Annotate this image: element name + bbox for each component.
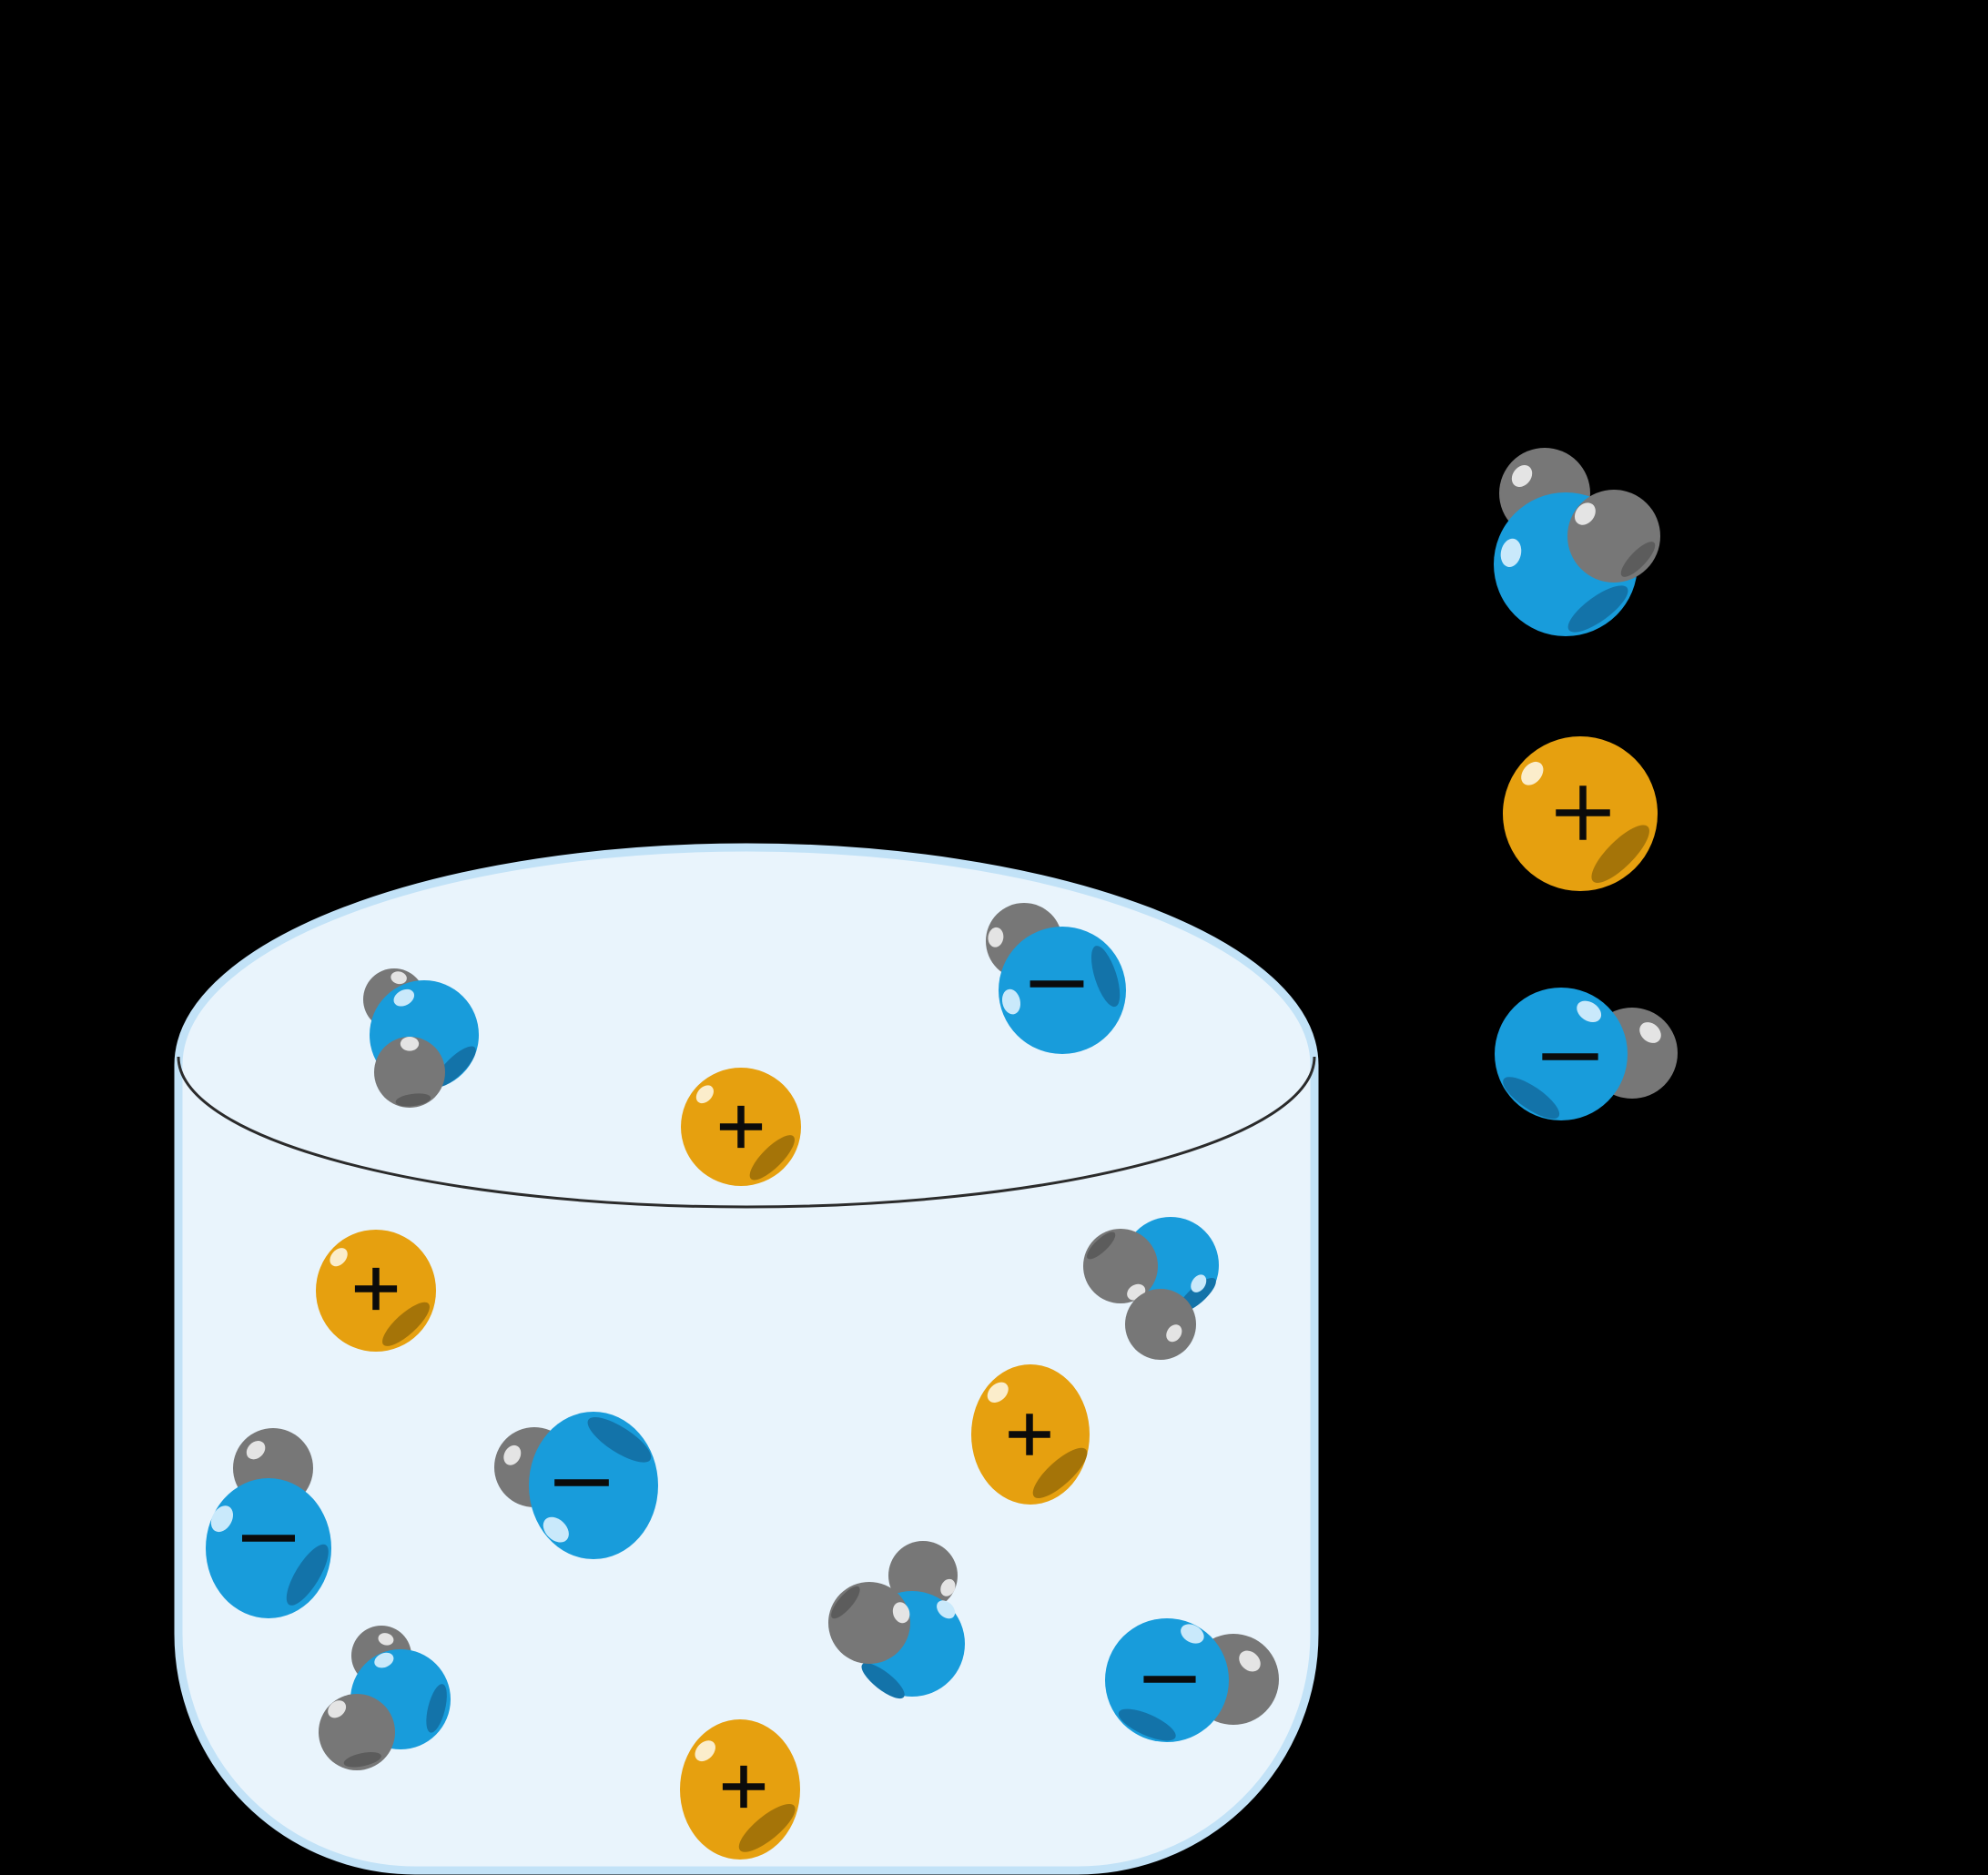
hydrogen-atom-sphere <box>1125 1289 1196 1360</box>
ion-sphere <box>1503 736 1658 891</box>
sphere-highlight <box>330 1248 348 1267</box>
beaker-body <box>174 843 1319 1875</box>
sphere-shading <box>1503 1077 1560 1120</box>
sphere-highlight <box>400 1037 420 1051</box>
sphere-highlight <box>1577 1000 1602 1022</box>
sphere-highlight <box>246 1441 266 1460</box>
sphere-highlight <box>543 1516 569 1543</box>
sphere-highlight <box>1574 502 1596 525</box>
sphere-highlight <box>1500 538 1522 567</box>
sphere-shading <box>587 1416 652 1463</box>
sphere-shading <box>434 1046 476 1088</box>
negative-ion <box>986 903 1126 1054</box>
beaker <box>174 843 1319 1875</box>
sphere-shading <box>861 1663 905 1699</box>
legend-negative-ion <box>1495 988 1678 1120</box>
water-molecule <box>363 968 479 1108</box>
sphere-shading <box>749 1135 795 1181</box>
water-molecule <box>319 1626 451 1770</box>
sphere-highlight <box>374 1652 394 1668</box>
water-molecule <box>828 1541 965 1699</box>
plus-icon <box>354 1267 398 1311</box>
sphere-shading <box>1567 585 1628 633</box>
sphere-shading <box>831 1586 860 1619</box>
blue-atom-sphere <box>999 927 1126 1054</box>
sphere-highlight <box>210 1505 234 1533</box>
hydrogen-atom-sphere <box>828 1582 910 1664</box>
sphere-shading <box>1620 542 1656 577</box>
sphere-highlight <box>987 1382 1009 1403</box>
ion-sphere <box>971 1364 1090 1505</box>
negative-ion <box>206 1428 331 1618</box>
sphere-highlight <box>1181 1624 1204 1644</box>
sphere-highlight <box>1521 761 1544 785</box>
solution-surface-line <box>177 1056 1316 1209</box>
sphere-shading <box>1591 825 1649 883</box>
blue-atom-sphere <box>1105 1618 1229 1742</box>
plus-icon <box>1556 785 1610 840</box>
sphere-shading <box>1118 1708 1176 1741</box>
plus-icon <box>722 1765 766 1809</box>
water-molecule <box>1083 1217 1219 1360</box>
sphere-highlight <box>1639 1022 1661 1043</box>
positive-ion <box>681 1068 801 1186</box>
sphere-shading <box>426 1684 447 1733</box>
sphere-highlight <box>892 1602 910 1624</box>
sphere-highlight <box>390 971 407 985</box>
hydrogen-atom-sphere <box>1567 490 1660 583</box>
sphere-shading <box>1087 1231 1116 1260</box>
sphere-highlight <box>328 1700 347 1718</box>
sphere-highlight <box>1511 465 1533 487</box>
sphere-highlight <box>1166 1324 1182 1343</box>
sphere-shading <box>1090 946 1121 1008</box>
negative-ion <box>494 1412 658 1559</box>
sphere-highlight <box>937 1600 956 1619</box>
sphere-highlight <box>378 1633 394 1646</box>
sphere-highlight <box>695 1085 714 1104</box>
sphere-highlight <box>393 988 415 1007</box>
legend-positive-ion <box>1503 736 1658 891</box>
ion-sphere <box>316 1230 436 1352</box>
ion-sphere <box>681 1068 801 1186</box>
sphere-highlight <box>940 1578 956 1596</box>
sphere-shading <box>1032 1447 1088 1498</box>
blue-atom-sphere <box>529 1412 658 1559</box>
hydrogen-atom-sphere <box>1083 1229 1158 1303</box>
ion-sphere <box>680 1719 800 1860</box>
plus-icon <box>1009 1414 1050 1455</box>
positive-ion <box>316 1230 436 1352</box>
sphere-shading <box>343 1752 381 1768</box>
negative-ion <box>1105 1618 1279 1742</box>
sphere-highlight <box>1001 988 1021 1015</box>
blue-atom-sphere <box>206 1478 331 1618</box>
sphere-shading <box>286 1544 329 1606</box>
legend-water-molecule <box>1494 448 1660 636</box>
plus-icon <box>719 1105 763 1149</box>
hydrogen-atom-sphere <box>319 1694 395 1770</box>
sphere-shading <box>395 1093 431 1107</box>
sphere-shading <box>738 1803 796 1852</box>
sphere-highlight <box>1239 1650 1261 1672</box>
hydrogen-atom-sphere <box>374 1037 445 1108</box>
blue-atom-sphere <box>1495 988 1628 1120</box>
sphere-highlight <box>1191 1274 1207 1292</box>
positive-ion <box>971 1364 1090 1505</box>
sphere-highlight <box>988 927 1004 948</box>
sphere-shading <box>382 1302 430 1346</box>
positive-ion <box>680 1719 800 1860</box>
sphere-highlight <box>695 1740 715 1762</box>
sphere-highlight <box>503 1444 522 1465</box>
